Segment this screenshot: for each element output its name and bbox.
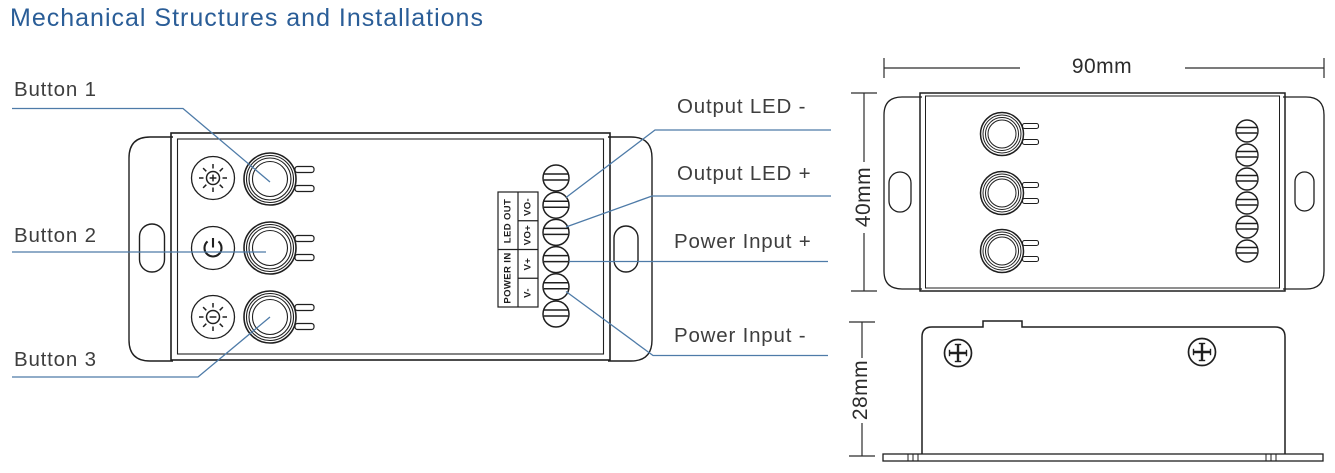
enclosure-profile [921,320,1286,454]
button-1 [243,152,315,206]
screw-terminal [542,300,570,328]
power-input-pos-label: Power Input + [674,230,812,253]
terminal-vo-pos-label: VO+ [522,224,534,246]
screw-terminal [1235,191,1259,215]
left-mounting-slot [888,171,912,213]
output-led-neg-label: Output LED - [677,95,807,118]
terminal-v-neg-label: V- [522,287,534,298]
screw-terminal-v-neg [542,273,570,301]
screw-terminal-vo-neg [542,191,570,219]
output-led-pos-label: Output LED + [677,162,812,185]
dimension-depth-28mm [849,321,875,457]
brightness-increase-icon [190,155,236,201]
dimension-width-90mm [883,58,1325,78]
dimension-width-value: 90mm [1071,55,1133,78]
leader-button-1 [12,107,271,183]
enclosure-inner [176,138,605,355]
leader-output-led-neg [565,129,831,199]
button-2 [243,221,315,275]
button-3 [979,228,1040,274]
button-1-label: Button 1 [14,78,97,101]
terminal-led-out-label: LED OUT [502,198,514,244]
screw-terminal [1235,215,1259,239]
leader-power-input-neg [565,290,828,357]
button-1 [979,111,1040,157]
power-input-neg-label: Power Input - [674,324,807,347]
brightness-decrease-icon [190,294,236,340]
dimension-depth-value: 28mm [849,359,872,421]
screw-terminal [1235,119,1259,143]
phillips-screw [1187,337,1217,367]
right-mounting-ear [1283,96,1325,290]
leader-lines [12,107,831,378]
page-title: Mechanical Structures and Installations [10,4,484,32]
screw-terminal [542,164,570,192]
left-mounting-ear [128,136,173,362]
base-plate-ticks [907,454,1277,461]
enclosure-outer [170,132,611,361]
screw-terminal [1235,167,1259,191]
front-view [128,132,653,362]
leader-output-led-pos [565,195,831,228]
left-mounting-slot [138,223,166,273]
screw-terminal-vo-pos [542,218,570,247]
screw-terminal-v-pos [542,245,570,274]
right-mounting-ear [608,136,653,362]
terminal-label-block [497,191,539,308]
button-3-label: Button 3 [14,348,97,371]
phillips-screw [943,338,973,368]
screw-terminal [1235,239,1259,263]
screw-terminal [1235,143,1259,167]
dimension-height-value: 40mm [852,166,875,228]
terminal-v-pos-label: V+ [522,257,534,271]
enclosure-outer [919,92,1286,292]
left-mounting-ear [883,96,922,290]
terminal-vo-neg-label: VO- [522,197,534,216]
right-mounting-slot [613,225,639,273]
button-2-label: Button 2 [14,224,97,247]
side-view [882,320,1324,462]
button-3 [243,290,315,344]
power-icon [190,225,236,271]
right-mounting-slot [1294,171,1315,212]
dimension-height-40mm [851,92,877,292]
button-2 [979,170,1040,216]
enclosure-inner [925,95,1280,289]
base-plate [882,453,1324,462]
leader-button-3 [12,316,271,378]
top-view [883,92,1325,292]
terminal-power-in-label: POWER IN [502,252,514,304]
